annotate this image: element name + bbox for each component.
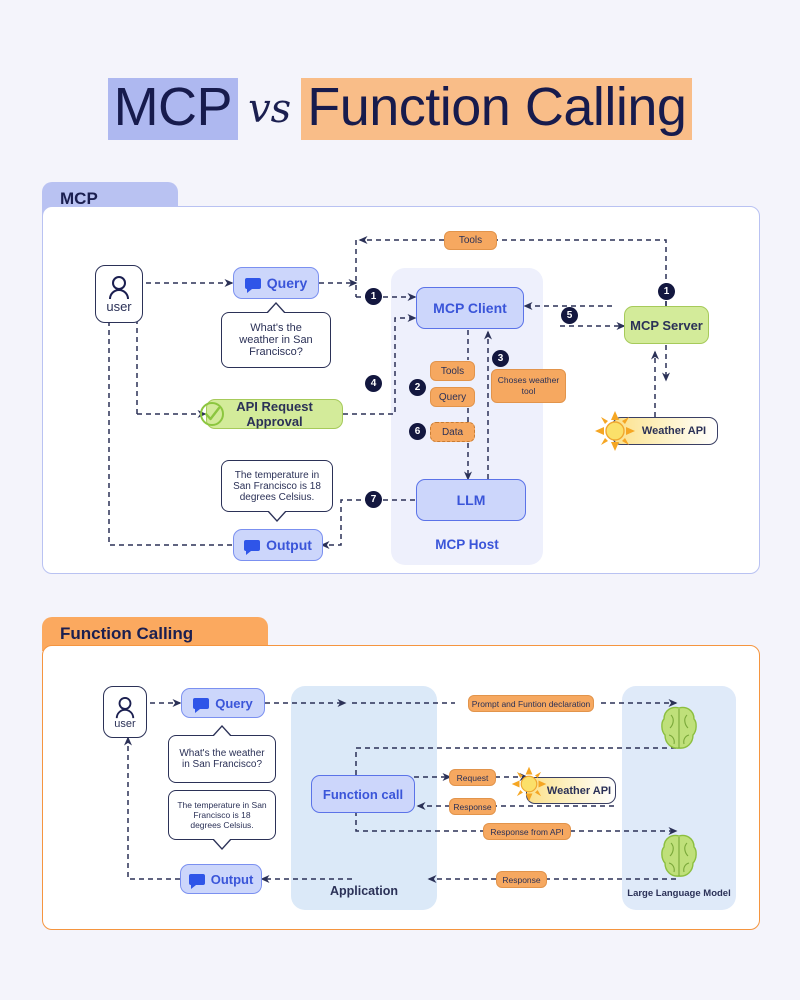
mcp-output-label: Output [266,537,312,553]
chat-icon [244,539,261,555]
fc-response-from-api-text: Response from API [490,826,564,837]
brain-icon [661,834,697,877]
fc-tab-label: Function Calling [60,624,194,643]
mcp-llm-label: LLM [456,492,486,508]
fc-response-from-api-label: Response from API [483,823,571,840]
mcp-weather-api-label: Weather API [641,425,707,437]
mcp-approval-label: API Request Approval [236,399,313,429]
mcp-stack-tools-label: Tools [440,365,465,377]
fc-query-bubble: What's the weather in San Francisco? [168,725,276,783]
mcp-query-node[interactable]: Query [233,267,319,299]
title-vs: vs [248,86,292,132]
fc-output-bubble: The temperature in San Francisco is 18 d… [168,790,276,850]
chat-icon [188,873,205,889]
fc-request-label: Request [449,769,496,786]
fc-weather-api-label: Weather API [546,784,612,797]
mcp-tools-top-text: Tools [458,235,483,246]
fc-output-node[interactable]: Output [180,864,262,894]
mcp-query-bubble-text: What's the weather in San Francisco? [239,322,313,358]
fc-prompt-text: Prompt and Funtion declaration [471,698,591,709]
mcp-server-node[interactable]: MCP Server [624,306,709,344]
fc-response-bottom-label: Response [496,871,547,888]
badge-2: 2 [409,379,426,396]
llm-panel-label: Large Language Model [627,888,731,899]
badge-7: 7 [365,491,382,508]
mcp-stack-tools: Tools [430,361,475,381]
mcp-query-label: Query [266,275,308,291]
fc-user-label: user [114,717,136,730]
fc-query-node[interactable]: Query [181,688,265,718]
mcp-host-label: MCP Host [435,537,499,552]
fc-query-bubble-text: What's the weather in San Francisco? [179,748,265,770]
fc-function-call-node[interactable]: Function call [311,775,415,813]
mcp-query-bubble: What's the weather in San Francisco? [221,302,331,368]
mcp-stack-data-label: Data [441,426,464,438]
mcp-chooses-node: Choses weather tool [491,369,566,403]
badge-3: 3 [492,350,509,367]
mcp-user-node: user [95,265,143,323]
fc-query-label: Query [215,695,253,711]
user-icon [115,696,135,718]
badge-1: 1 [365,288,382,305]
brain-icon [661,706,697,749]
fc-user-node: user [103,686,147,738]
chat-icon [193,697,210,713]
fc-response-text: Response [453,801,492,812]
fc-output-label: Output [210,871,254,887]
mcp-output-bubble-text: The temperature in San Francisco is 18 d… [233,469,321,503]
badge-4: 4 [365,375,382,392]
mcp-user-label: user [106,299,132,314]
fc-request-text: Request [456,772,489,783]
check-circle-icon [200,402,224,426]
mcp-server-label: MCP Server [630,317,703,333]
mcp-client-node[interactable]: MCP Client [416,287,524,329]
mcp-llm-node[interactable]: LLM [416,479,526,521]
mcp-approval-node[interactable]: API Request Approval [206,399,343,429]
fc-response-bottom-text: Response [502,874,541,885]
fc-response-label: Response [449,798,496,815]
mcp-tab-label: MCP [60,189,98,208]
chat-icon [244,277,261,293]
fc-output-bubble-text: The temperature in San Francisco is 18 d… [177,800,267,830]
mcp-output-node[interactable]: Output [233,529,323,561]
mcp-chooses-label: Choses weather tool [497,375,560,396]
user-icon [109,276,129,300]
mcp-output-bubble: The temperature in San Francisco is 18 d… [221,460,333,522]
title-mcp: MCP [107,78,239,140]
fc-prompt-label: Prompt and Funtion declaration [468,695,594,712]
mcp-stack-query-label: Query [438,391,467,403]
application-label: Application [329,884,399,898]
mcp-stack-query: Query [430,387,475,407]
mcp-stack-data: Data [430,422,475,442]
badge-5: 5 [561,307,578,324]
mcp-client-label: MCP Client [433,300,507,316]
fc-function-call-label: Function call [322,786,404,802]
mcp-tools-top-label: Tools [444,231,497,250]
title-fc: Function Calling [301,78,693,140]
fc-weather-api-node[interactable]: Weather API [526,777,616,804]
sun-icon [595,411,635,451]
badge-1-server: 1 [658,283,675,300]
badge-6: 6 [409,423,426,440]
sun-icon [511,766,547,802]
